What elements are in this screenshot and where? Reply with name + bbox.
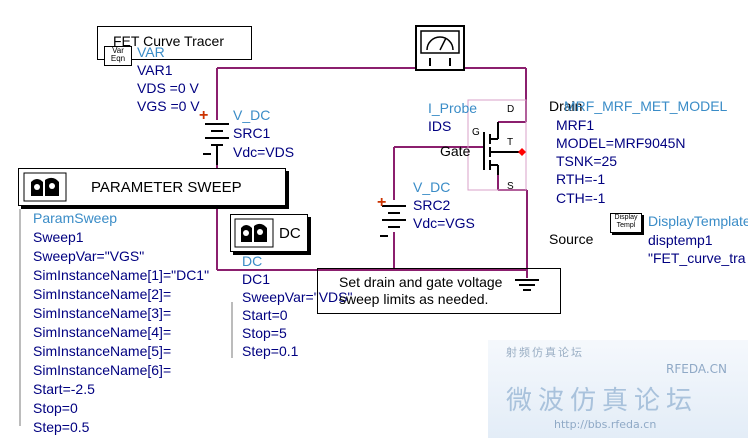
watermark-brand: RFEDA.CN [666, 362, 728, 376]
param-line: SweepVar="VGS" [33, 248, 145, 264]
watermark-large-text: 微波仿真论坛 [506, 386, 699, 416]
param-line: SimInstanceName[6]= [33, 362, 172, 378]
parameter-sweep-button[interactable]: PARAMETER SWEEP [18, 168, 286, 206]
probe-name-label: IDS [428, 118, 452, 134]
minus-marks [203, 153, 388, 237]
watermark-url: http://bbs.rfeda.cn [554, 418, 657, 431]
dc-button-label: DC [279, 225, 301, 242]
display-icon-bottom: Templ [616, 222, 636, 229]
dc-line: Stop=5 [242, 325, 287, 341]
var-type-label: VAR [137, 44, 165, 60]
watermark-small-text: 射频仿真论坛 [506, 346, 584, 359]
fet-name-label: MRF1 [556, 117, 595, 133]
fet-pin-s: S [507, 181, 514, 192]
var-eqn-icon[interactable]: Var Eqn [104, 46, 132, 66]
param-line: Step=0.5 [33, 419, 90, 435]
dc-line: Start=0 [242, 307, 288, 323]
src2-type-label: V_DC [413, 179, 451, 195]
fet-symbol[interactable] [483, 122, 520, 175]
dc-component-icon [234, 218, 274, 248]
parameter-sweep-label: PARAMETER SWEEP [91, 179, 242, 196]
param-line: SimInstanceName[4]= [33, 324, 172, 340]
probe-type-label: I_Probe [428, 100, 478, 116]
src2-name-label: SRC2 [413, 197, 451, 213]
var-vgs-label: VGS =0 V [137, 98, 200, 114]
var-icon-bottom: Eqn [110, 54, 126, 63]
svg-text:+: + [377, 194, 386, 211]
var-icon-top: Var [112, 46, 124, 55]
ground-icon [515, 279, 539, 291]
param-line: SimInstanceName[1]="DC1" [33, 267, 210, 283]
param-sweep-type-label: ParamSweep [33, 210, 118, 226]
fet-pin-t: T [507, 137, 514, 148]
display-icon-top: Display [614, 214, 638, 221]
dc-parameters: DC DC1 SweepVar="VDS" Start=0 Stop=5 Ste… [242, 252, 352, 360]
display-template-icon[interactable]: Display Templ [610, 213, 642, 233]
dc-simulation-button[interactable]: DC [230, 214, 308, 252]
param-line: SimInstanceName[2]= [33, 286, 172, 302]
polarity-marks: + + [199, 107, 386, 211]
param-sweep-parameters: ParamSweep Sweep1 SweepVar="VGS" SimInst… [33, 209, 209, 437]
gate-label: Gate [440, 143, 471, 159]
display-value-label: "FET_curve_tra [648, 250, 746, 266]
fet-type-label: MRF_MRF_MET_MODEL [564, 98, 728, 114]
drain-label: Drain [549, 98, 583, 114]
source-label: Source [549, 231, 594, 247]
var-vds-label: VDS =0 V [137, 80, 199, 96]
dc-line: SweepVar="VDS" [242, 289, 353, 305]
display-type-label: DisplayTemplate [648, 213, 748, 229]
fet-rth-label: RTH=-1 [556, 171, 606, 187]
param-line: SimInstanceName[5]= [33, 343, 172, 359]
display-name-label: disptemp1 [648, 232, 713, 248]
src1-battery-symbol[interactable] [205, 123, 229, 165]
src1-type-label: V_DC [233, 107, 271, 123]
dc-line: DC1 [242, 271, 271, 287]
param-line: Start=-2.5 [33, 381, 95, 397]
note-box[interactable]: Set drain and gate voltage sweep limits … [317, 268, 561, 314]
dc-type-label: DC [242, 253, 263, 269]
param-line: Sweep1 [33, 229, 84, 245]
src1-name-label: SRC1 [233, 125, 271, 141]
fet-pin-d: D [507, 104, 515, 115]
param-line: Stop=0 [33, 400, 78, 416]
dc-line: Step=0.1 [242, 343, 299, 359]
fet-model-label: MODEL=MRF9045N [556, 135, 686, 151]
watermark: 射频仿真论坛 RFEDA.CN 微波仿真论坛 http://bbs.rfeda.… [488, 340, 748, 438]
src2-battery-symbol[interactable] [382, 205, 406, 228]
src1-value-label: Vdc=VDS [233, 144, 295, 160]
svg-text:+: + [199, 107, 208, 124]
ammeter-icon[interactable] [415, 25, 465, 71]
note-line-1: Set drain and gate voltage [339, 274, 503, 290]
param-line: SimInstanceName[3]= [33, 305, 172, 321]
note-line-2: sweep limits as needed. [339, 291, 489, 307]
fet-tsnk-label: TSNK=25 [556, 153, 618, 169]
thermal-pin-icon [518, 148, 526, 156]
page-title: FET Curve Tracer [113, 33, 224, 49]
fet-outline [467, 99, 527, 191]
sweep-component-icon [23, 172, 67, 202]
src2-value-label: Vdc=VGS [413, 215, 475, 231]
fet-pin-g: G [472, 127, 480, 138]
var-name-label: VAR1 [137, 62, 173, 78]
fet-cth-label: CTH=-1 [556, 190, 606, 206]
